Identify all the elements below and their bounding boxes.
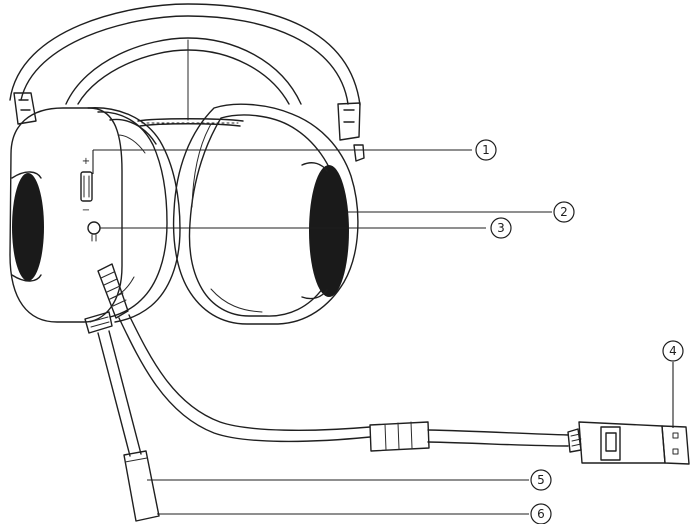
right-hinge (337, 102, 365, 162)
usb-cable (118, 314, 569, 452)
callout-4: 4 (662, 340, 684, 362)
callout-2: 2 (553, 201, 575, 223)
cable-strain-relief (97, 263, 129, 319)
callout-3: 3 (490, 217, 512, 239)
left-speaker-mesh (12, 173, 44, 281)
usb-plug (567, 421, 690, 465)
callout-1: 1 (475, 139, 497, 161)
volume-plus-mark: + (82, 156, 90, 167)
callout-lines (92, 149, 674, 515)
headband (9, 3, 361, 127)
volume-control[interactable]: + − (80, 156, 93, 216)
callout-6: 6 (530, 503, 552, 524)
callout-4-label: 4 (669, 344, 677, 358)
callout-6-label: 6 (537, 507, 545, 521)
callout-1-label: 1 (482, 143, 490, 157)
mic-mute-button[interactable] (87, 221, 101, 242)
callout-2-label: 2 (560, 205, 568, 219)
left-hinge (13, 92, 37, 125)
volume-minus-mark: − (82, 205, 90, 216)
callout-5: 5 (530, 469, 552, 491)
left-earcup (9, 107, 181, 323)
right-earcup (172, 103, 359, 325)
callout-5-label: 5 (537, 473, 545, 487)
microphone-boom (84, 311, 160, 522)
callout-3-label: 3 (497, 221, 505, 235)
right-speaker-mesh (309, 165, 349, 297)
